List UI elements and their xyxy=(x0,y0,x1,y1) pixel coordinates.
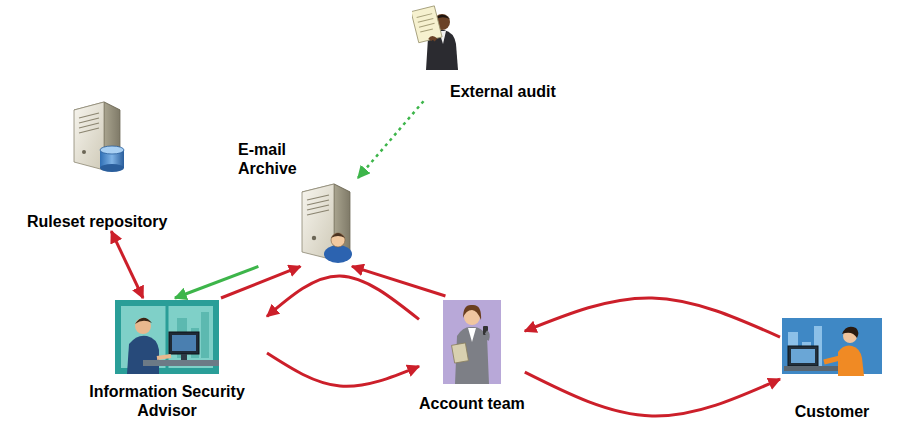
flow-arrow xyxy=(111,231,143,298)
flow-arrow xyxy=(352,266,445,296)
flow-arrow xyxy=(267,276,419,319)
flow-arrow xyxy=(267,353,419,386)
node-label: E-mail Archive xyxy=(238,140,318,178)
node-label: Ruleset repository xyxy=(27,212,167,231)
customer-figure: Customer xyxy=(780,316,884,421)
auditor-figure: External audit xyxy=(412,4,556,101)
advisor-figure: Information Security Advisor xyxy=(67,298,267,420)
icon-graphic xyxy=(302,184,352,263)
archive-server: E-mail Archive xyxy=(238,140,358,266)
dotted-arrow xyxy=(358,101,424,178)
node-label: Information Security Advisor xyxy=(67,382,267,420)
flow-arrow xyxy=(175,266,258,298)
icon-illustration xyxy=(66,98,128,174)
icon-graphic xyxy=(115,300,219,374)
node-label: Account team xyxy=(419,394,525,413)
icon-illustration xyxy=(292,178,358,266)
icon-illustration xyxy=(113,298,221,376)
node-label: Customer xyxy=(795,402,870,421)
flow-arrow xyxy=(525,298,780,337)
icon-graphic xyxy=(412,6,458,70)
node-label: External audit xyxy=(450,82,556,101)
account-figure: Account team xyxy=(419,296,525,413)
icon-graphic xyxy=(74,102,124,172)
icon-illustration xyxy=(441,296,503,388)
repository-server: Ruleset repository xyxy=(27,98,167,231)
flow-arrow xyxy=(221,266,300,298)
icon-graphic xyxy=(782,318,882,376)
icon-graphic xyxy=(443,300,501,384)
icon-illustration xyxy=(780,316,884,376)
flow-arrow xyxy=(525,372,780,416)
icon-illustration xyxy=(412,4,470,70)
